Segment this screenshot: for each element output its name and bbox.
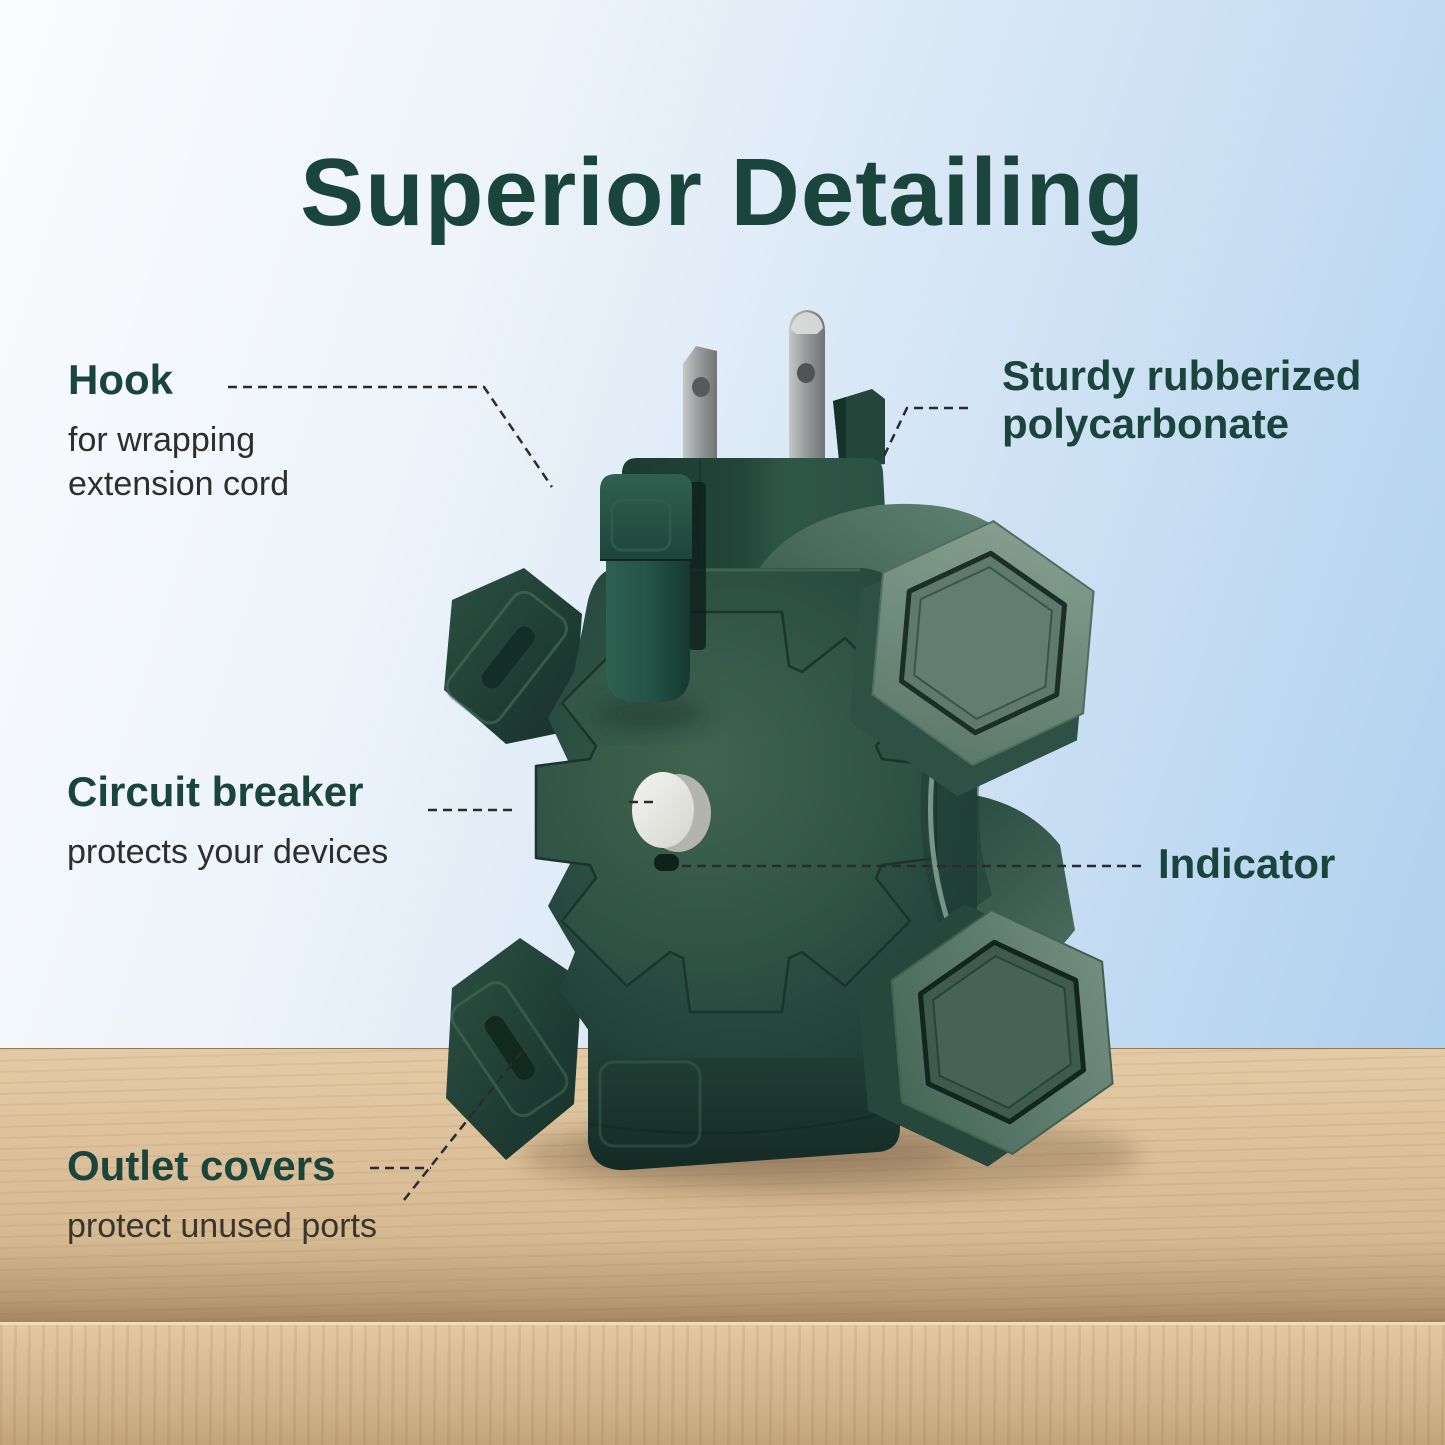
outlet-pod-upper-right [849, 520, 1095, 797]
wood-table-edge [0, 1322, 1445, 1445]
leader-breaker [428, 800, 656, 812]
outlet-covers-description: protect unused ports [67, 1207, 377, 1246]
callout-circuit-breaker: Circuit breaker protects your devices [67, 768, 487, 874]
circuit-breaker-button [632, 772, 711, 852]
leader-material [882, 406, 968, 457]
hook-description: for wrapping extension cord [68, 421, 290, 504]
leader-hook [228, 385, 554, 488]
callout-outlet-covers: Outlet covers protect unused ports [67, 1142, 487, 1248]
plug-prongs [683, 310, 885, 470]
circuit-breaker-description: protects your devices [67, 833, 389, 872]
callout-indicator: Indicator [1158, 840, 1438, 888]
circuit-breaker-label: Circuit breaker [67, 768, 364, 815]
hook-label: Hook [68, 356, 173, 403]
indicator-light [654, 854, 679, 871]
left-outlet-pod-lower [446, 938, 582, 1160]
leader-covers [370, 1049, 524, 1201]
leader-lines [228, 385, 1147, 1201]
callout-hook: Hook for wrapping extension cord [68, 356, 328, 507]
left-outlet-pod-upper [444, 568, 582, 744]
cord-hook [594, 474, 706, 731]
indicator-label: Indicator [1158, 840, 1336, 887]
page-title: Superior Detailing [300, 139, 1145, 247]
callout-material: Sturdy rubberized polycarbonate [1002, 352, 1442, 449]
material-label: Sturdy rubberized polycarbonate [1002, 352, 1362, 448]
outlet-covers-label: Outlet covers [67, 1142, 336, 1189]
outlet-pod-lower-right [856, 904, 1114, 1167]
